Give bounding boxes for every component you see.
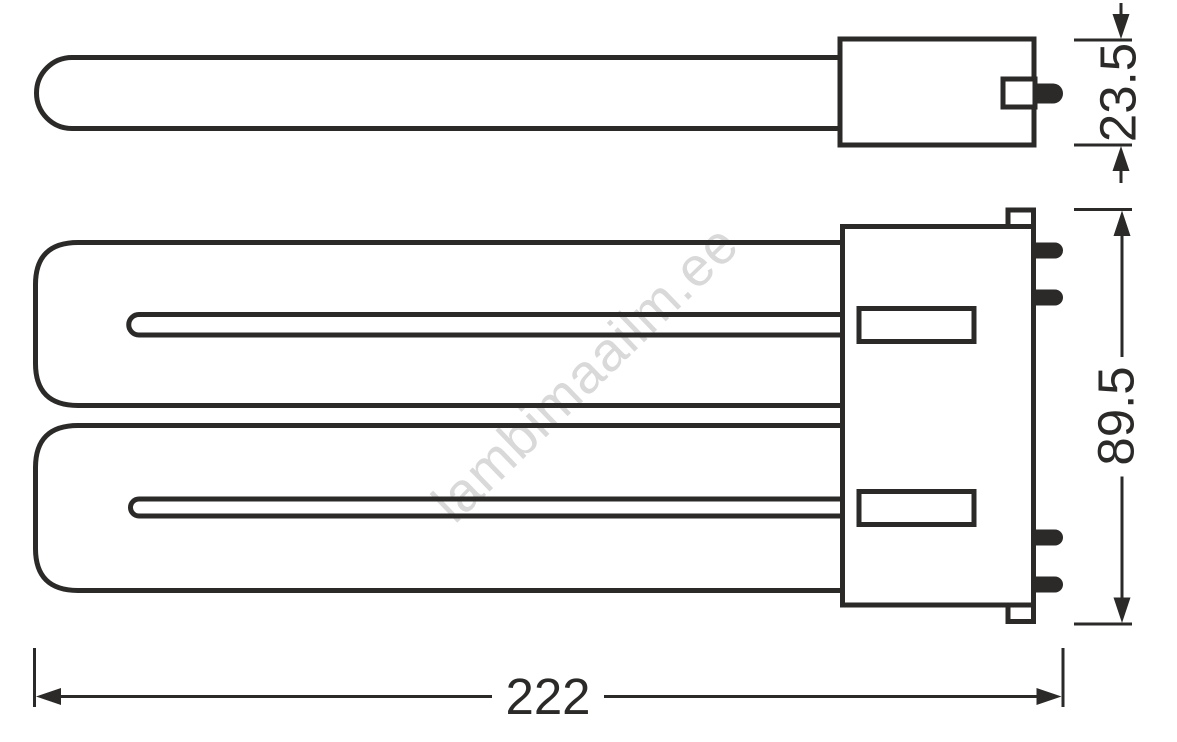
- front-view-base: [840, 224, 1036, 608]
- front-view-slot-lower: [128, 496, 845, 519]
- lamp-side-view: [34, 36, 1063, 148]
- front-view-tube-upper: [33, 240, 845, 408]
- dimension-overall-height: 89.5: [1074, 208, 1145, 626]
- arrow-up-icon: [1112, 146, 1130, 171]
- front-view-tube-lower: [33, 423, 845, 593]
- front-view-pin-3: [1031, 529, 1063, 546]
- front-view-window-upper: [856, 306, 977, 344]
- front-view-pin-2: [1031, 289, 1063, 306]
- front-view-window-lower: [856, 489, 977, 527]
- front-view-pin-4: [1031, 576, 1063, 593]
- dim-label-overall-length: 222: [505, 668, 590, 725]
- arrow-right-icon: [1036, 688, 1062, 705]
- arrow-down-icon: [1113, 597, 1131, 623]
- arrow-up-icon: [1113, 210, 1131, 236]
- lamp-front-view: [33, 207, 1063, 624]
- side-view-pin: [1031, 83, 1063, 104]
- side-view-tube: [34, 55, 845, 131]
- front-view-tab-bottom: [1005, 602, 1036, 624]
- front-view-pin-1: [1031, 242, 1063, 259]
- arrow-down-icon: [1112, 14, 1130, 39]
- side-view-notch: [1000, 76, 1038, 110]
- dim-label-overall-height: 89.5: [1088, 366, 1145, 465]
- arrow-left-icon: [36, 688, 61, 705]
- watermark: lambimaailm.ee: [420, 212, 750, 534]
- dim-label-base-height: 23.5: [1090, 43, 1147, 142]
- dimension-overall-length: 222: [33, 648, 1065, 725]
- front-view-tab-top: [1005, 207, 1036, 229]
- dimension-base-height: 23.5: [1074, 3, 1147, 183]
- front-view-slot-upper: [126, 312, 845, 338]
